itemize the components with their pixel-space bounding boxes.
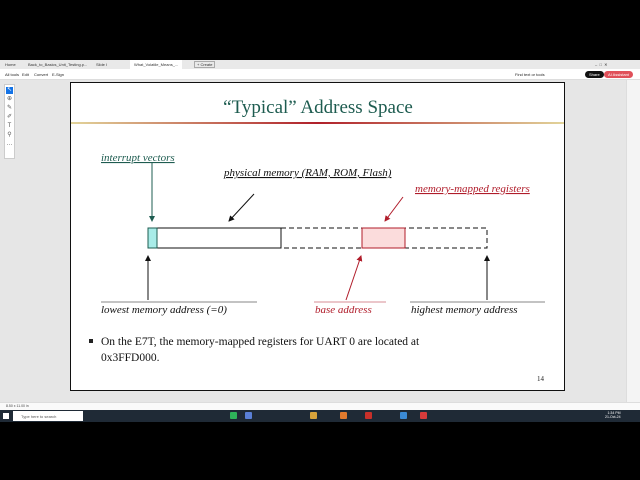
slide-title: “Typical” Address Space: [223, 97, 413, 118]
taskbar-search[interactable]: Type here to search: [13, 411, 83, 421]
label-interrupt-vectors: interrupt vectors: [101, 152, 175, 164]
highlight-tool-icon[interactable]: ✐: [6, 114, 13, 120]
bullet-text-line1: On the E7T, the memory-mapped registers …: [101, 336, 420, 348]
mmr-arrow: [384, 196, 404, 222]
select-tool-icon[interactable]: ↖: [6, 87, 13, 94]
text-tool-icon[interactable]: T: [7, 123, 12, 129]
tab-document-active[interactable]: What_Volatile_Means_...: [130, 60, 183, 69]
physical-memory-block: [147, 227, 282, 249]
menu-edit[interactable]: Edit: [22, 72, 29, 77]
more-tools-icon[interactable]: …: [6, 141, 13, 147]
tab-document-2[interactable]: Slide I: [96, 62, 108, 67]
app-icon[interactable]: [400, 412, 407, 419]
right-panel[interactable]: [626, 80, 640, 402]
interrupt-vectors-block: [147, 227, 158, 249]
stamp-tool-icon[interactable]: ⚲: [7, 132, 12, 138]
tab-document-1[interactable]: Back_to_Basics_Unit_Testing.p...: [28, 62, 88, 67]
pen-tool-icon[interactable]: ✎: [6, 105, 13, 111]
menu-convert[interactable]: Convert: [34, 72, 49, 77]
label-memory-mapped-registers: memory-mapped registers: [415, 183, 530, 195]
page-number: 14: [537, 375, 545, 383]
left-tool-panel: ↖ ⊕ ✎ ✐ T ⚲ …: [4, 84, 15, 159]
create-button[interactable]: + Create: [194, 61, 216, 68]
physical-arrow: [228, 193, 255, 222]
toolbar: All tools Edit Convert E-Sign Find text …: [0, 69, 640, 80]
page-size: 8.50 x 11.00 in: [6, 404, 29, 408]
app-icon[interactable]: [230, 412, 237, 419]
tab-bar: Home Back_to_Basics_Unit_Testing.p... Sl…: [0, 60, 640, 69]
bullet-text-line2: 0x3FFD000.: [101, 352, 160, 364]
zoom-tool-icon[interactable]: ⊕: [6, 96, 13, 102]
menu-esign[interactable]: E-Sign: [52, 72, 65, 77]
label-base-address: base address: [315, 304, 372, 316]
app-icon[interactable]: [310, 412, 317, 419]
acrobat-icon[interactable]: [365, 412, 372, 419]
title-rule: [71, 122, 564, 124]
memory-mapped-registers-block: [361, 227, 406, 249]
app-icon[interactable]: [245, 412, 252, 419]
label-physical-memory: physical memory (RAM, ROM, Flash): [223, 167, 392, 179]
find-tools[interactable]: Find text or tools: [515, 72, 545, 77]
menu-all-tools[interactable]: All tools: [5, 72, 20, 77]
label-highest-address: highest memory address: [411, 304, 518, 316]
label-lowest-address: lowest memory address (=0): [101, 304, 227, 316]
window-controls[interactable]: – □ ✕: [595, 62, 608, 67]
ai-assistant-button[interactable]: AI Assistant: [604, 71, 633, 78]
base-arrow: [345, 255, 363, 301]
start-icon[interactable]: [3, 413, 9, 419]
bullet-icon: [89, 339, 93, 343]
app-icon[interactable]: [420, 412, 427, 419]
share-button[interactable]: Share: [585, 71, 604, 78]
taskbar: [0, 410, 640, 422]
status-bar: 8.50 x 11.00 in: [0, 402, 640, 410]
app-icon[interactable]: [340, 412, 347, 419]
tab-home[interactable]: Home: [5, 62, 16, 67]
